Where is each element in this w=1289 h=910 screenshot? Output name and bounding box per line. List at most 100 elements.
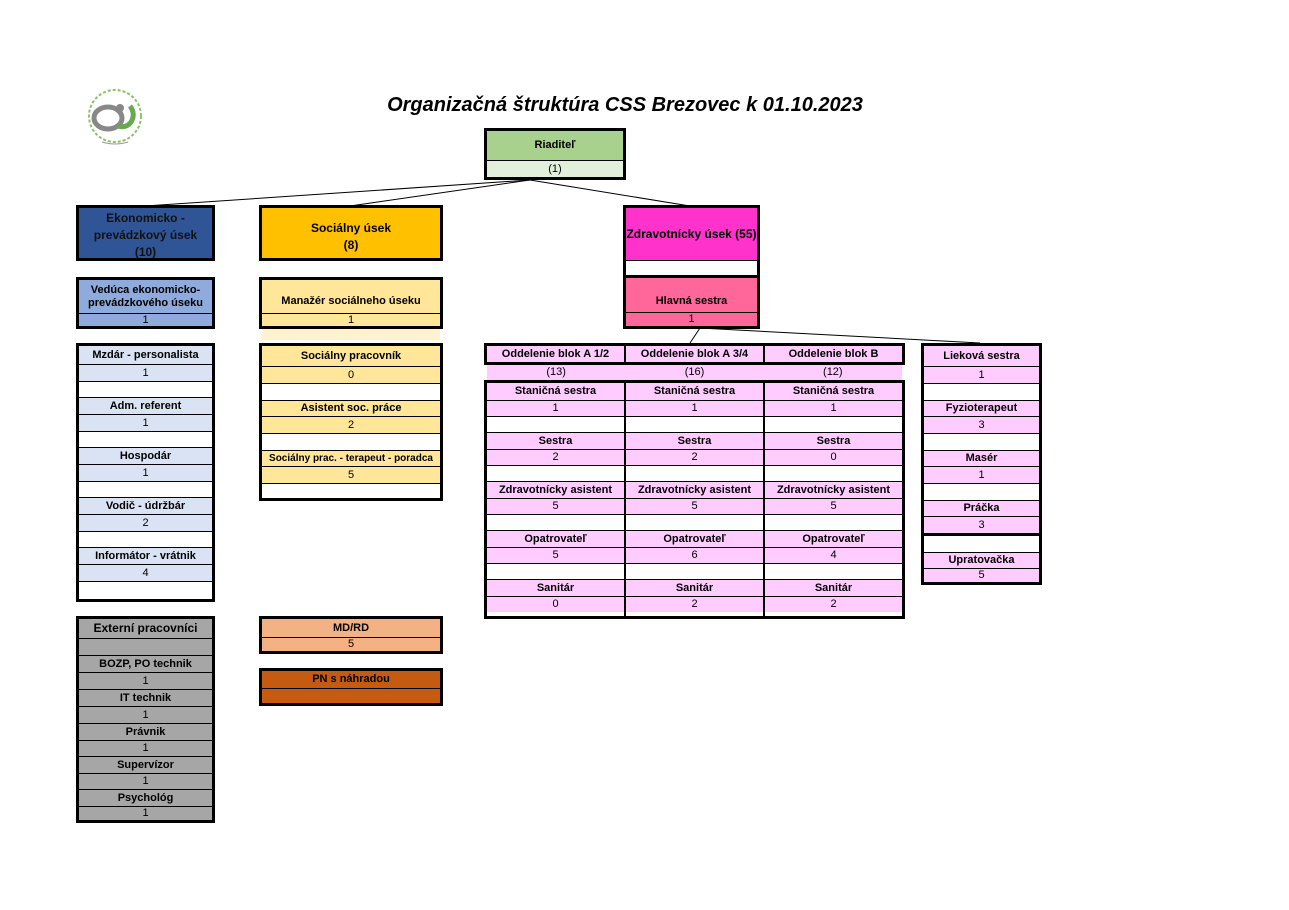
external-item-count: 1 <box>79 706 212 723</box>
health-header-spacer <box>626 260 757 275</box>
external-spacer <box>79 638 212 655</box>
department-spacer <box>765 416 902 432</box>
health-other-count: 3 <box>924 416 1039 433</box>
external-item-label: Psychológ <box>79 789 212 806</box>
health-other-count: 1 <box>924 466 1039 483</box>
econ-spacer <box>79 381 212 397</box>
health-other-label: Lieková sestra <box>924 346 1039 366</box>
department-role-count: 5 <box>487 498 624 514</box>
health-head-count: 1 <box>626 312 757 326</box>
econ-spacer <box>79 481 212 497</box>
health-other-spacer <box>924 433 1039 450</box>
health-head-label: Hlavná sestra <box>626 278 757 312</box>
external-item-count: 1 <box>79 672 212 689</box>
organization-logo <box>80 86 150 150</box>
econ-header-box: Ekonomicko - prevádzkový úsek (10) <box>76 205 215 261</box>
econ-item-count: 4 <box>79 564 212 581</box>
econ-items-box: Mzdár - personalista 1 Adm. referent 1 H… <box>76 343 215 602</box>
econ-item-count: 1 <box>79 414 212 431</box>
department-spacer <box>626 563 763 579</box>
econ-item-label: Hospodár <box>79 447 212 464</box>
department-role-count: 5 <box>487 547 624 563</box>
external-item-label: BOZP, PO technik <box>79 655 212 672</box>
health-header-box: Zdravotnícky úsek (55) <box>623 205 760 278</box>
social-item-count: 5 <box>262 466 440 483</box>
department-name: Oddelenie blok A 3/4 <box>640 347 749 360</box>
department-name: Oddelenie blok A 1/2 <box>501 347 610 360</box>
department-role-label: Opatrovateľ <box>626 530 763 547</box>
department-role-count: 0 <box>487 596 624 612</box>
department-role-label: Staničná sestra <box>765 383 902 400</box>
health-other-label: Fyzioterapeut <box>924 400 1039 416</box>
page-title: Organizačná štruktúra CSS Brezovec k 01.… <box>387 94 863 116</box>
department-role-count: 6 <box>626 547 763 563</box>
department-spacer <box>765 465 902 481</box>
md-rd-label: MD/RD <box>332 621 370 634</box>
social-spacer <box>262 433 440 450</box>
department-role-count: 2 <box>626 596 763 612</box>
department-role-count: 0 <box>765 449 902 465</box>
econ-spacer <box>79 431 212 447</box>
social-head-strip <box>262 329 440 340</box>
econ-item-label: Adm. referent <box>79 397 212 414</box>
external-item-label: Právnik <box>79 723 212 740</box>
department-role-label: Sanitár <box>487 579 624 596</box>
econ-item-label: Mzdár - personalista <box>79 346 212 364</box>
econ-item-count: 1 <box>79 464 212 481</box>
department-count: (12) <box>823 366 843 378</box>
health-other-spacer <box>924 483 1039 500</box>
health-head-box: Hlavná sestra 1 <box>623 277 760 329</box>
department-role-count: 5 <box>765 498 902 514</box>
department-role-count: 1 <box>487 400 624 416</box>
department-name: Oddelenie blok B <box>788 347 879 360</box>
social-header-box: Sociálny úsek (8) <box>259 205 443 261</box>
department-role-label: Opatrovateľ <box>765 530 902 547</box>
health-other-box: Lieková sestra 1 Fyzioterapeut 3 Masér 1… <box>921 343 1042 585</box>
external-item-count: 1 <box>79 806 212 820</box>
econ-item-label: Vodič - údržbár <box>79 497 212 514</box>
pn-box: PN s náhradou <box>259 668 443 706</box>
external-box: Externí pracovníci BOZP, PO technik 1 IT… <box>76 616 215 823</box>
department-counts: (13) (16) (12) <box>487 365 902 380</box>
department-role-count: 2 <box>765 596 902 612</box>
econ-spacer <box>79 581 212 599</box>
external-item-label: IT technik <box>79 689 212 706</box>
department-role-label: Sestra <box>626 432 763 449</box>
department-role-label: Staničná sestra <box>626 383 763 400</box>
pn-spacer <box>262 688 440 703</box>
department-spacer <box>626 514 763 530</box>
director-count: (1) <box>487 160 623 177</box>
econ-item-label: Informátor - vrátnik <box>79 547 212 564</box>
health-other-count: 1 <box>924 366 1039 383</box>
department-spacer <box>487 514 624 530</box>
director-box: Riaditeľ (1) <box>484 128 626 180</box>
econ-header: Ekonomicko - prevádzkový úsek (10) <box>93 210 198 259</box>
econ-item-count: 1 <box>79 364 212 381</box>
health-other-label: Masér <box>924 450 1039 466</box>
econ-head-count: 1 <box>79 313 212 326</box>
department-role-label: Zdravotnícky asistent <box>487 481 624 498</box>
department-role-count: 2 <box>487 449 624 465</box>
department-role-count: 2 <box>626 449 763 465</box>
social-item-count: 2 <box>262 416 440 433</box>
external-item-label: Supervízor <box>79 756 212 773</box>
department-role-label: Zdravotnícky asistent <box>765 481 902 498</box>
social-head-label: Manažér sociálneho úseku <box>262 280 440 313</box>
health-other-label: Upratovačka <box>924 552 1039 568</box>
department-spacer <box>626 465 763 481</box>
pn-label: PN s náhradou <box>312 673 390 685</box>
md-rd-box: MD/RD 5 <box>259 616 443 654</box>
social-item-count: 0 <box>262 366 440 383</box>
social-header: Sociálny úsek <box>310 220 392 235</box>
department-spacer <box>487 416 624 432</box>
social-spacer <box>262 483 440 498</box>
department-spacer <box>487 563 624 579</box>
department-role-count: 1 <box>626 400 763 416</box>
department-role-label: Sanitár <box>765 579 902 596</box>
external-item-count: 1 <box>79 773 212 789</box>
econ-head-label: Vedúca ekonomicko-prevádzkového úseku <box>79 280 212 313</box>
department-spacer <box>765 514 902 530</box>
social-spacer <box>262 383 440 400</box>
